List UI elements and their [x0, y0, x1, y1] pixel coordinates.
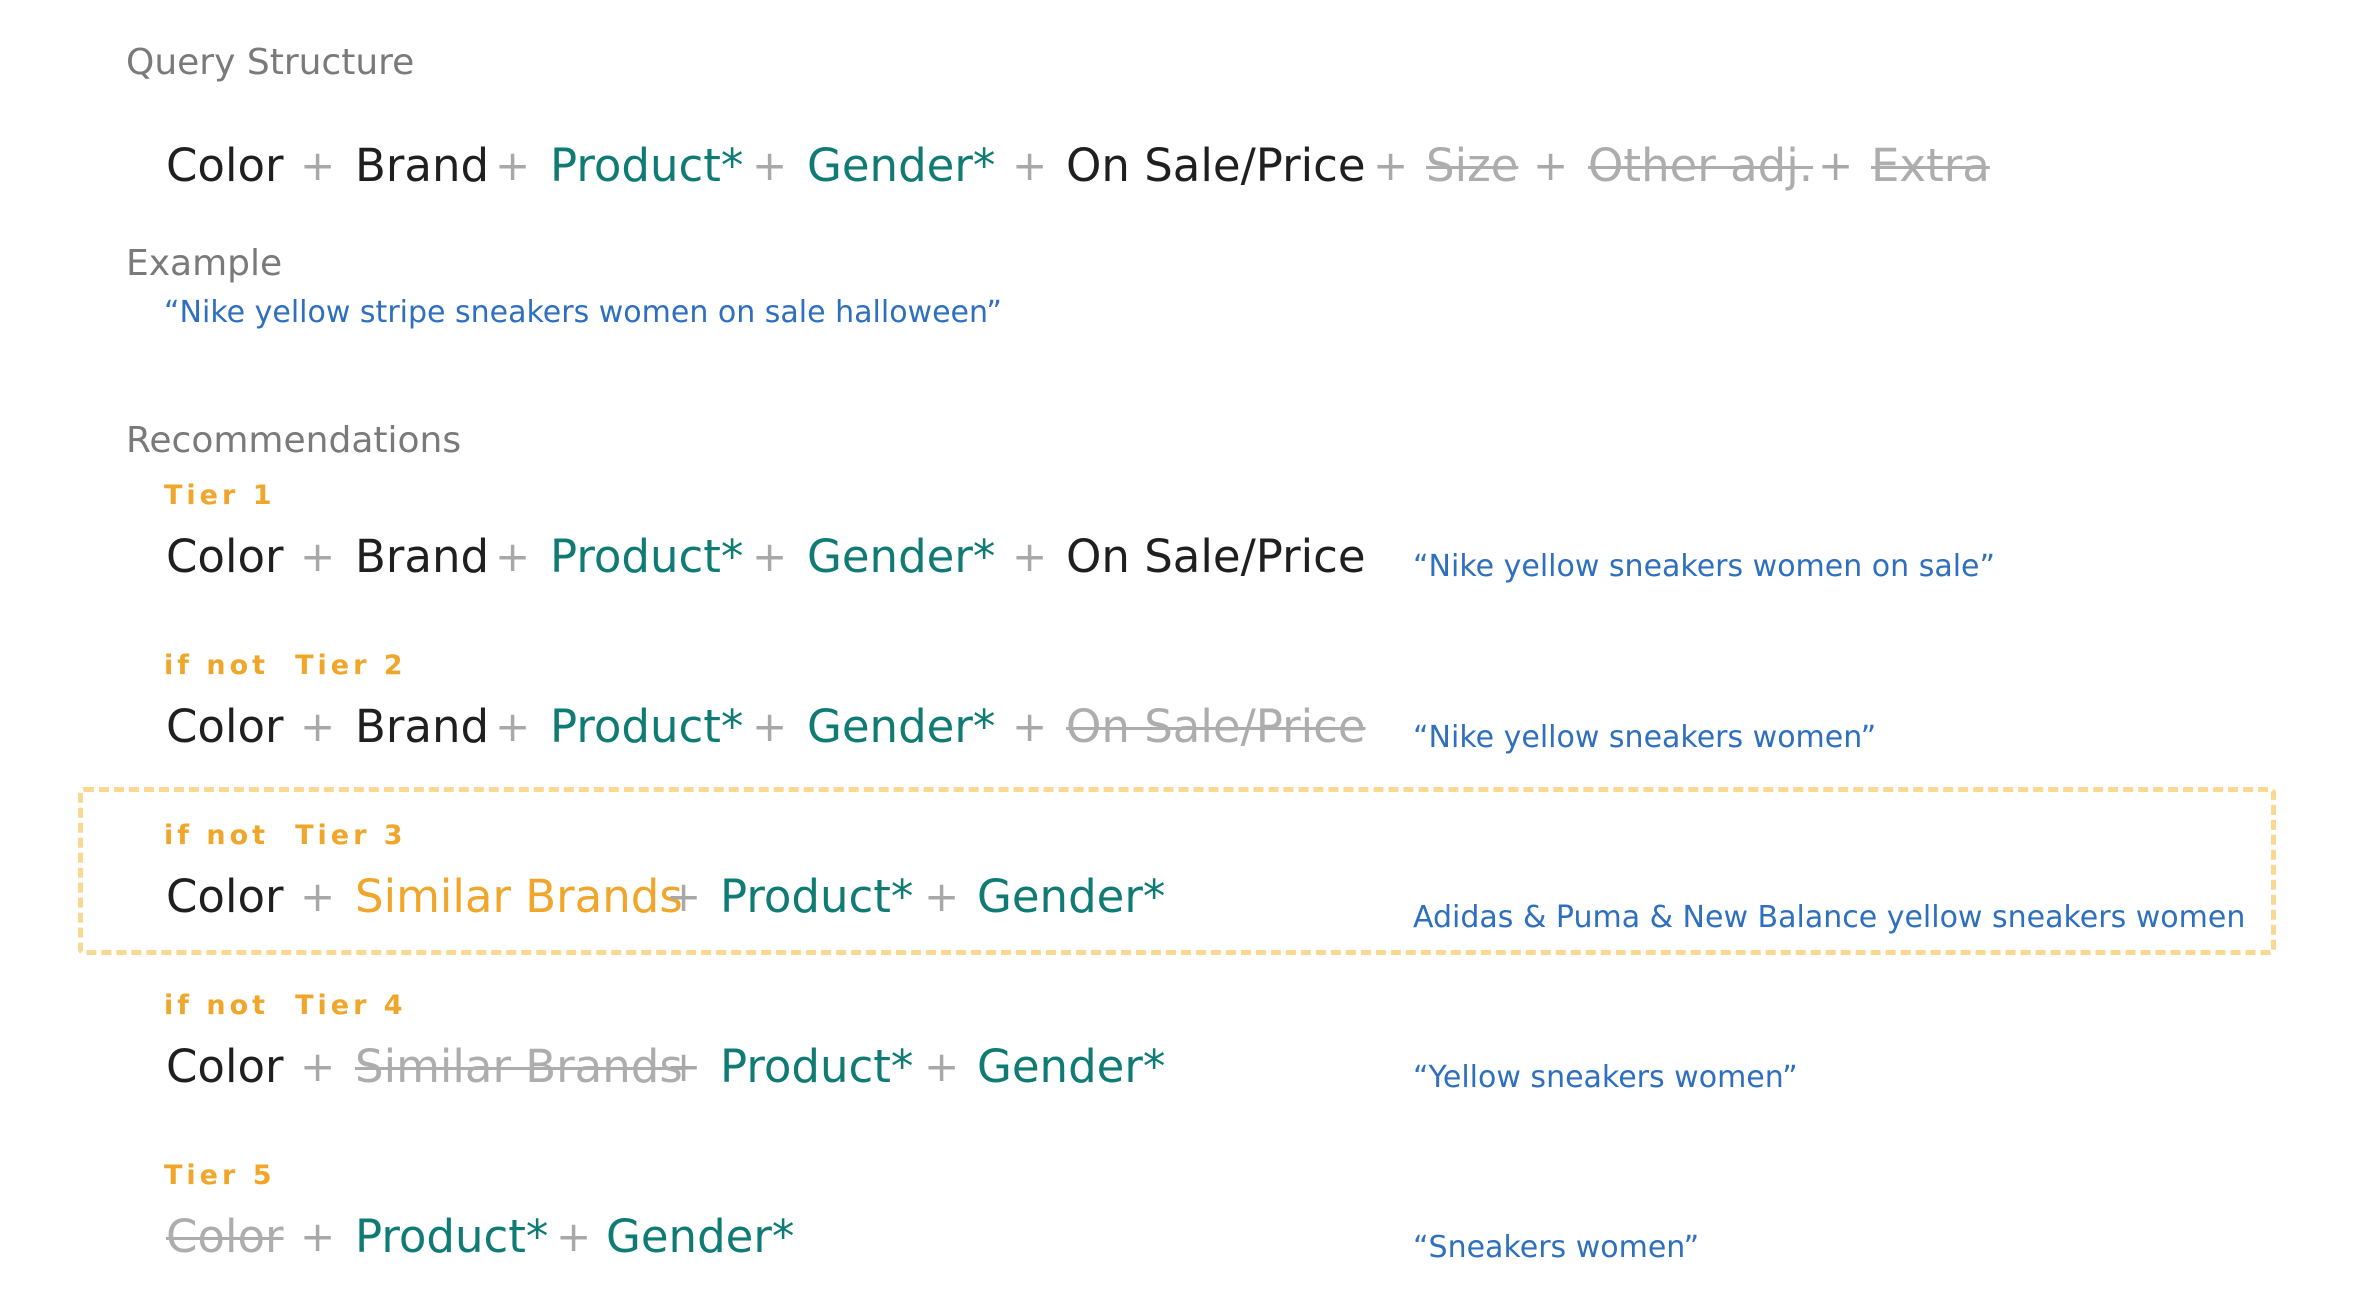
plus-operator: +: [666, 872, 702, 921]
term-color: Color: [166, 530, 284, 583]
tier-2-result: “Nike yellow sneakers women”: [1413, 720, 1877, 755]
plus-operator: +: [300, 702, 336, 751]
tier-4-formula: Color + Similar Brands + Product* + Gend…: [0, 1037, 2353, 1097]
term-product: Product*: [355, 1210, 549, 1263]
tier-3-highlight-box: [78, 787, 2276, 955]
plus-operator: +: [495, 532, 531, 581]
plus-operator: +: [300, 532, 336, 581]
term-product: Product*: [550, 700, 744, 753]
recommendations-heading: Recommendations: [126, 420, 462, 461]
tier-label-text: Tier 4: [295, 990, 407, 1021]
tier-label-text: Tier 3: [295, 820, 407, 851]
tier-prefix: if not: [164, 650, 270, 681]
plus-operator: +: [1012, 532, 1048, 581]
tier-1-formula: Color + Brand + Product* + Gender* + On …: [0, 527, 2353, 587]
query-structure-formula: Color + Brand + Product* + Gender* + On …: [0, 136, 2353, 196]
tier-4-label: if not Tier 4: [164, 990, 407, 1021]
term-product: Product*: [720, 870, 914, 923]
plus-operator: +: [1373, 141, 1409, 190]
plus-operator: +: [1533, 141, 1569, 190]
term-similar-brands: Similar Brands: [355, 870, 683, 923]
tier-prefix: if not: [164, 820, 270, 851]
plus-operator: +: [300, 1212, 336, 1261]
plus-operator: +: [300, 1042, 336, 1091]
term-gender: Gender*: [977, 1040, 1166, 1093]
term-on-sale-price: On Sale/Price: [1066, 700, 1366, 753]
tier-2-formula: Color + Brand + Product* + Gender* + On …: [0, 697, 2353, 757]
tier-1-result: “Nike yellow sneakers women on sale”: [1413, 549, 1996, 584]
term-brand: Brand: [355, 530, 490, 583]
term-color: Color: [166, 139, 284, 192]
plus-operator: +: [666, 1042, 702, 1091]
plus-operator: +: [924, 872, 960, 921]
term-extra: Extra: [1871, 139, 1990, 192]
plus-operator: +: [556, 1212, 592, 1261]
tier-5-result: “Sneakers women”: [1413, 1230, 1700, 1265]
tier-label-text: Tier 1: [164, 480, 276, 511]
tier-2-label: if not Tier 2: [164, 650, 407, 681]
term-gender: Gender*: [977, 870, 1166, 923]
term-color: Color: [166, 700, 284, 753]
tier-3-result: Adidas & Puma & New Balance yellow sneak…: [1413, 900, 2246, 935]
tier-5-formula: Color + Product* + Gender*: [0, 1207, 2353, 1267]
tier-label-text: Tier 5: [164, 1160, 276, 1191]
query-structure-heading: Query Structure: [126, 42, 415, 83]
example-heading: Example: [126, 243, 283, 284]
term-gender: Gender*: [807, 530, 996, 583]
term-brand: Brand: [355, 139, 490, 192]
tier-label-text: Tier 2: [295, 650, 407, 681]
tier-4-result: “Yellow sneakers women”: [1413, 1060, 1798, 1095]
plus-operator: +: [924, 1042, 960, 1091]
term-on-sale-price: On Sale/Price: [1066, 530, 1366, 583]
plus-operator: +: [495, 702, 531, 751]
plus-operator: +: [752, 532, 788, 581]
term-size: Size: [1426, 139, 1519, 192]
term-other-adj: Other adj.: [1588, 139, 1814, 192]
term-gender: Gender*: [807, 700, 996, 753]
tier-3-formula: Color + Similar Brands + Product* + Gend…: [0, 867, 2353, 927]
plus-operator: +: [1012, 702, 1048, 751]
term-gender: Gender*: [606, 1210, 795, 1263]
term-on-sale-price: On Sale/Price: [1066, 139, 1366, 192]
plus-operator: +: [495, 141, 531, 190]
tier-5-label: Tier 5: [164, 1160, 276, 1191]
term-product: Product*: [550, 139, 744, 192]
plus-operator: +: [752, 141, 788, 190]
plus-operator: +: [1818, 141, 1854, 190]
plus-operator: +: [1012, 141, 1048, 190]
example-query: “Nike yellow stripe sneakers women on sa…: [164, 295, 1002, 330]
plus-operator: +: [752, 702, 788, 751]
term-gender: Gender*: [807, 139, 996, 192]
term-color: Color: [166, 870, 284, 923]
term-product: Product*: [550, 530, 744, 583]
plus-operator: +: [300, 872, 336, 921]
tier-3-label: if not Tier 3: [164, 820, 407, 851]
term-brand: Brand: [355, 700, 490, 753]
tier-1-label: Tier 1: [164, 480, 276, 511]
plus-operator: +: [300, 141, 336, 190]
term-similar-brands: Similar Brands: [355, 1040, 683, 1093]
term-color: Color: [166, 1040, 284, 1093]
term-product: Product*: [720, 1040, 914, 1093]
tier-prefix: if not: [164, 990, 270, 1021]
term-color: Color: [166, 1210, 284, 1263]
